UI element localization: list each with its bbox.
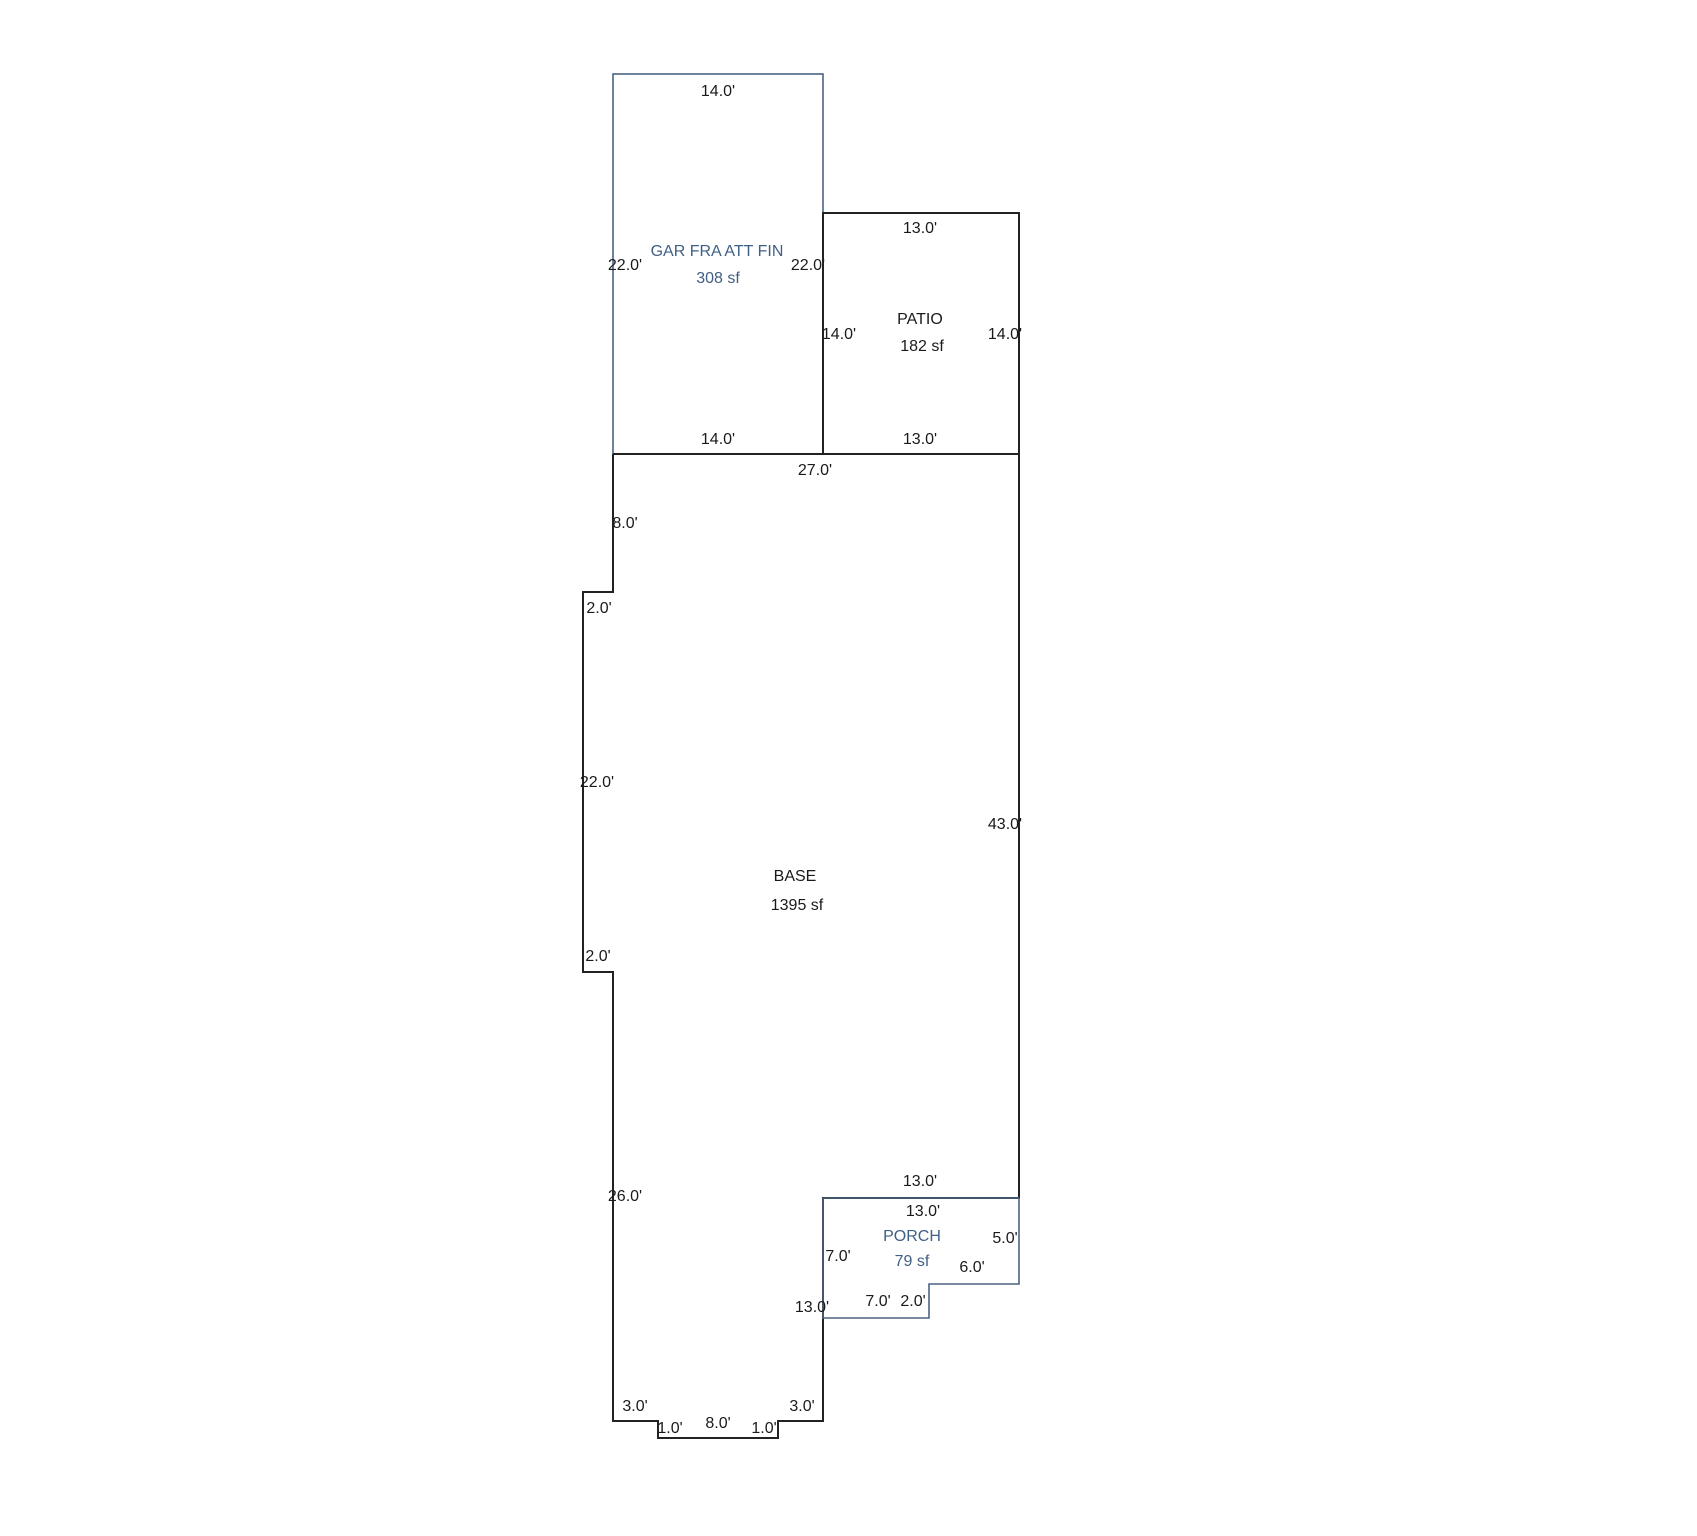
dimension-label: 22.0' [580,774,614,791]
dimension-label: 13.0' [903,1173,937,1190]
base-outline [582,453,1020,1439]
dimension-label: 14.0' [822,326,856,343]
dimension-label: 6.0' [959,1259,984,1276]
dimension-label: 2.0' [585,948,610,965]
dimension-label: 22.0' [608,257,642,274]
dimension-label: 8.0' [705,1415,730,1432]
dimension-label: 2.0' [900,1293,925,1310]
dimension-label: 1.0' [657,1420,682,1437]
dimension-label: 3.0' [622,1398,647,1415]
dimension-label: 26.0' [608,1188,642,1205]
dimension-label: 27.0' [798,462,832,479]
porch-area: 79 sf [895,1253,930,1270]
dimension-label: 13.0' [903,220,937,237]
dimension-label: 7.0' [825,1248,850,1265]
porch-label: PORCH [883,1228,941,1245]
base-area: 1395 sf [771,897,824,914]
dimension-label: 13.0' [795,1299,829,1316]
dimension-label: 1.0' [751,1420,776,1437]
base-label: BASE [774,868,817,885]
patio-area: 182 sf [900,338,944,355]
patio-label: PATIO [897,311,943,328]
dimension-label: 3.0' [789,1398,814,1415]
dimension-label: 2.0' [586,600,611,617]
dimension-label: 14.0' [701,431,735,448]
dimension-label: 13.0' [903,431,937,448]
dimension-label: 8.0' [612,515,637,532]
garage-label: GAR FRA ATT FIN [651,243,784,260]
dimension-label: 22.0' [791,257,825,274]
dimension-label: 13.0' [906,1203,940,1220]
garage-area: 308 sf [696,270,740,287]
dimension-label: 7.0' [865,1293,890,1310]
dimension-label: 14.0' [701,83,735,100]
dimension-label: 5.0' [992,1230,1017,1247]
dimension-label: 14.0' [988,326,1022,343]
dimension-label: 43.0' [988,816,1022,833]
porch-outline [822,1197,1020,1319]
